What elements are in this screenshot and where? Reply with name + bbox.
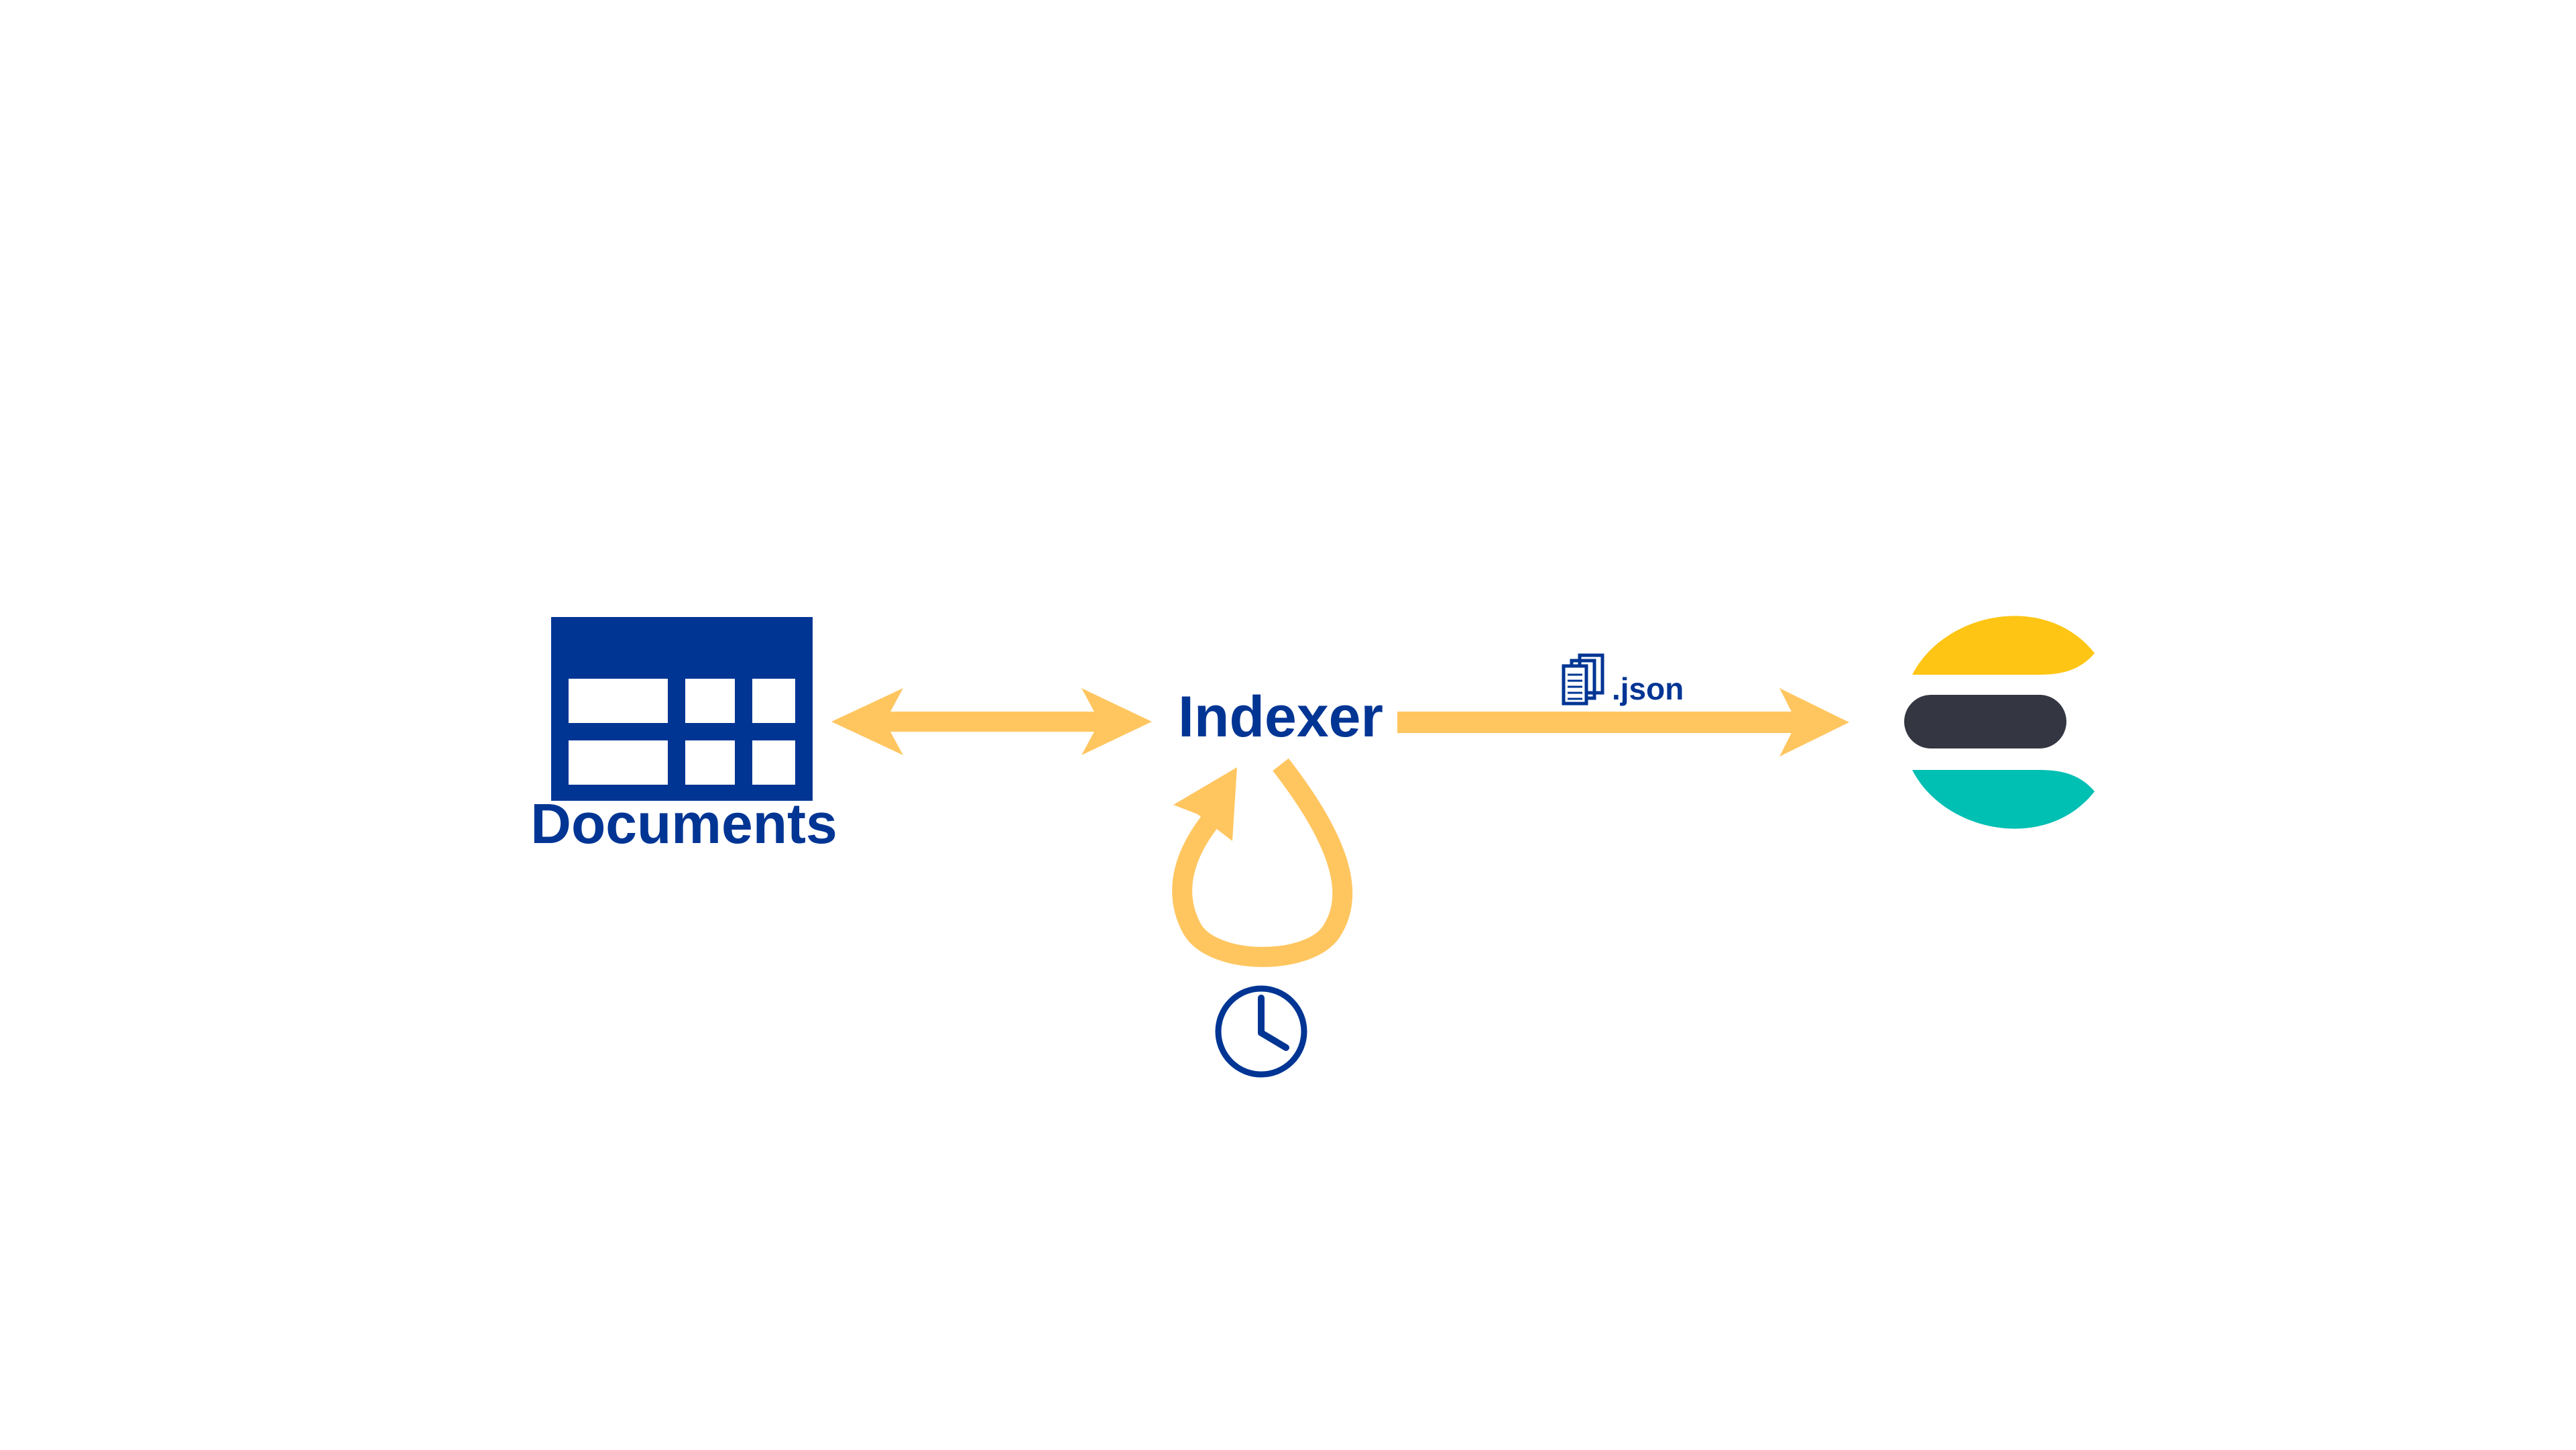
documents-label: Documents: [530, 792, 837, 855]
file-page-front: [1562, 664, 1588, 706]
table-cell: [685, 740, 735, 785]
table-cell: [685, 679, 735, 723]
table-cell: [569, 679, 668, 723]
indexer-label: Indexer: [1178, 685, 1383, 749]
arrow-indexer-destination: [1397, 688, 1849, 757]
elasticsearch-logo: [1904, 616, 2095, 829]
file-page-lines: [1568, 673, 1582, 700]
loop-arrow-path: [1172, 758, 1353, 967]
forward-arrow-head: [1779, 688, 1849, 757]
table-icon-cells: [569, 679, 795, 785]
logo-dark-segment: [1904, 695, 2066, 748]
clock-face: [1215, 985, 1307, 1078]
double-arrow-shaft: [885, 712, 1101, 732]
loop-arrow: [1172, 758, 1353, 967]
table-cell: [569, 740, 668, 785]
table-cell: [752, 679, 795, 723]
logo-teal-segment: [1912, 770, 2095, 829]
clock-icon: [1215, 985, 1307, 1078]
double-arrow-head-right: [1081, 688, 1152, 755]
logo-yellow-segment: [1912, 616, 2095, 675]
json-file-icon: [1562, 653, 1604, 706]
loop-arrow-head: [1173, 767, 1237, 841]
forward-arrow-shaft: [1397, 712, 1800, 733]
double-arrow-head-left: [831, 688, 903, 755]
double-arrow-documents-indexer: [831, 688, 1152, 755]
table-cell: [752, 740, 795, 785]
clock-hands: [1258, 995, 1289, 1051]
json-edge-label: .json: [1612, 671, 1684, 706]
table-icon: [551, 617, 813, 801]
